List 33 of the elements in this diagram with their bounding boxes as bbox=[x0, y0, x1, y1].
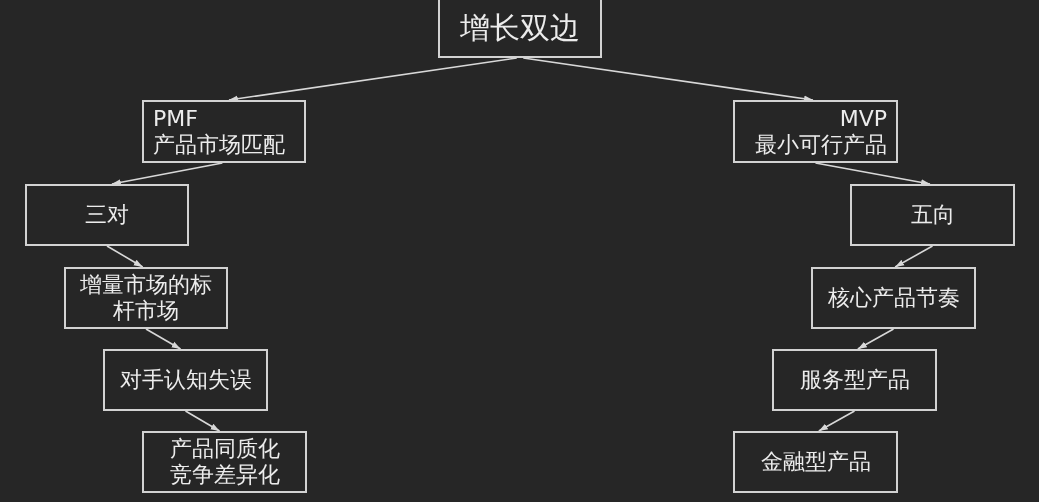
box-label: 五向 bbox=[909, 202, 956, 228]
step-box bbox=[142, 431, 307, 493]
arrow bbox=[228, 57, 518, 102]
arrow bbox=[111, 162, 224, 186]
step-box bbox=[64, 267, 228, 329]
branch-box bbox=[733, 100, 898, 163]
box-label: 最小可行产品 bbox=[754, 131, 887, 158]
step-box bbox=[850, 184, 1015, 246]
box-label: 增长双边 bbox=[459, 11, 581, 45]
arrow bbox=[106, 245, 144, 268]
root-box bbox=[438, 0, 602, 58]
box-label: 产品同质化 bbox=[168, 436, 281, 462]
box-label: 核心产品节奏 bbox=[826, 285, 961, 311]
box-label: 金融型产品 bbox=[759, 449, 872, 475]
step-box bbox=[772, 349, 937, 411]
box-label: 对手认知失误 bbox=[118, 367, 253, 393]
box-label: 三对 bbox=[84, 202, 130, 228]
arrow bbox=[184, 410, 221, 432]
arrow bbox=[145, 328, 182, 350]
box-label: 增量市场的标杆市场 bbox=[79, 272, 213, 324]
box-label: 竞争差异化 bbox=[168, 462, 281, 488]
arrow bbox=[894, 245, 934, 268]
step-box bbox=[103, 349, 268, 411]
acronym-heading: MVP bbox=[838, 105, 887, 132]
arrow bbox=[814, 162, 931, 186]
box-label: 产品市场匹配 bbox=[153, 131, 286, 158]
step-box bbox=[25, 184, 189, 246]
step-box bbox=[733, 431, 898, 493]
acronym-heading: PMF bbox=[153, 105, 199, 132]
step-box bbox=[811, 267, 976, 329]
arrow bbox=[522, 57, 814, 102]
box-label: 服务型产品 bbox=[798, 367, 911, 393]
branch-box bbox=[142, 100, 306, 163]
